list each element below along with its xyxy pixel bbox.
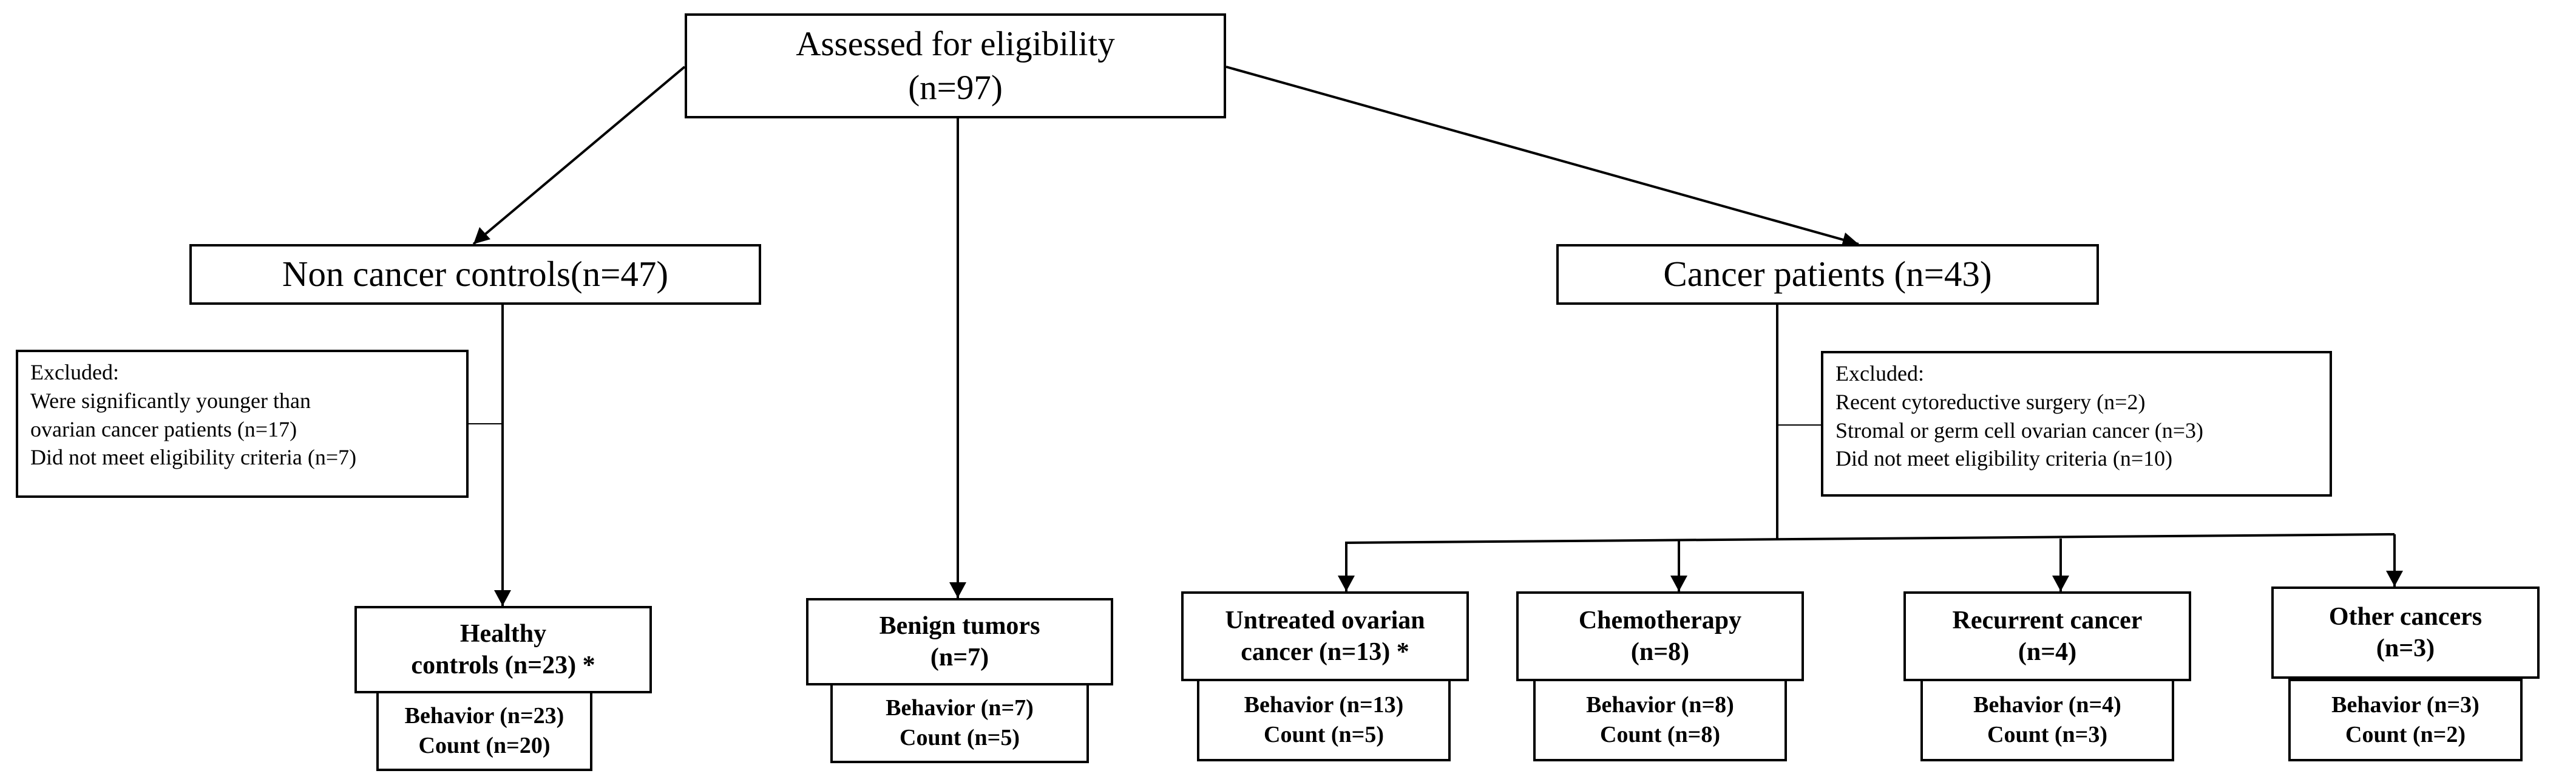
leaf-label: Other cancers <box>2328 602 2483 631</box>
arrowhead-healthy <box>494 590 511 606</box>
excluded-right-line: Stromal or germ cell ovarian cancer (n=3… <box>1835 418 2204 443</box>
count-count: Count (n=5) <box>900 725 1020 750</box>
leaf-other-cancers: Other cancers (n=3) <box>2271 586 2540 679</box>
leaf-label: Recurrent cancer <box>1952 606 2143 634</box>
count-count: Count (n=20) <box>418 733 551 758</box>
subbox-recurrent-cancer: Behavior (n=4) Count (n=3) <box>1920 679 2174 761</box>
excluded-left-line: Were significantly younger than <box>30 388 311 413</box>
count-count: Count (n=3) <box>1987 722 2107 747</box>
cancer-node: Cancer patients (n=43) <box>1556 244 2099 305</box>
leaf-chemotherapy: Chemotherapy (n=8) <box>1516 591 1804 681</box>
leaf-label: (n=3) <box>2376 634 2435 662</box>
excluded-left-line: Did not meet eligibility criteria (n=7) <box>30 445 357 470</box>
leaf-label: Benign tumors <box>879 611 1040 640</box>
leaf-label: Untreated ovarian <box>1225 606 1425 634</box>
leaf-label: (n=4) <box>2018 638 2077 666</box>
root-node: Assessed for eligibility (n=97) <box>685 13 1226 118</box>
subbox-chemotherapy: Behavior (n=8) Count (n=8) <box>1533 679 1787 761</box>
behavior-count: Behavior (n=4) <box>1973 692 2121 718</box>
arrowhead-noncancer <box>473 227 490 244</box>
arrowhead-untreated <box>1338 576 1355 591</box>
arrowhead-chemotherapy <box>1670 576 1687 591</box>
count-count: Count (n=5) <box>1264 722 1384 747</box>
leaf-label: Chemotherapy <box>1578 606 1742 634</box>
excluded-left-line: ovarian cancer patients (n=17) <box>30 416 297 441</box>
leaf-untreated-ovarian-cancer: Untreated ovarian cancer (n=13) * <box>1181 591 1469 681</box>
excluded-right-box: Excluded: Recent cytoreductive surgery (… <box>1821 351 2332 497</box>
leaf-healthy-controls: Healthy controls (n=23) * <box>354 606 652 693</box>
leaf-label: (n=7) <box>930 644 989 672</box>
arrow-root-to-noncancer <box>472 66 686 245</box>
root-title: Assessed for eligibility <box>796 25 1115 64</box>
root-count: (n=97) <box>908 68 1003 107</box>
behavior-count: Behavior (n=7) <box>886 695 1034 721</box>
behavior-count: Behavior (n=13) <box>1244 692 1404 718</box>
leaf-label: cancer (n=13) * <box>1241 638 1409 666</box>
leaf-label: Healthy <box>459 619 547 648</box>
arrowhead-benign <box>949 582 966 598</box>
excluded-right-heading: Excluded: <box>1835 361 1924 386</box>
excluded-right-line: Recent cytoreductive surgery (n=2) <box>1835 389 2146 414</box>
cancer-label: Cancer patients (n=43) <box>1663 254 1992 294</box>
arrowhead-other <box>2386 571 2403 586</box>
count-count: Count (n=8) <box>1600 722 1720 747</box>
leaf-recurrent-cancer: Recurrent cancer (n=4) <box>1903 591 2191 681</box>
excluded-left-heading: Excluded: <box>30 360 119 384</box>
arrow-root-to-cancer <box>1225 66 1859 245</box>
excluded-right-line: Did not meet eligibility criteria (n=10) <box>1835 446 2173 471</box>
subbox-other-cancers: Behavior (n=3) Count (n=2) <box>2288 679 2523 761</box>
distribution-bar <box>1344 533 2395 544</box>
non-cancer-label: Non cancer controls(n=47) <box>282 254 669 294</box>
non-cancer-node: Non cancer controls(n=47) <box>189 244 761 305</box>
leaf-benign-tumors: Benign tumors (n=7) <box>806 598 1113 685</box>
subbox-benign-tumors: Behavior (n=7) Count (n=5) <box>830 683 1089 763</box>
behavior-count: Behavior (n=3) <box>2331 692 2479 718</box>
behavior-count: Behavior (n=23) <box>404 702 564 729</box>
subbox-healthy-controls: Behavior (n=23) Count (n=20) <box>376 691 592 771</box>
leaf-label: controls (n=23) * <box>411 651 595 679</box>
count-count: Count (n=2) <box>2345 722 2466 747</box>
leaf-label: (n=8) <box>1630 638 1690 666</box>
behavior-count: Behavior (n=8) <box>1586 692 1734 718</box>
subbox-untreated-ovarian-cancer: Behavior (n=13) Count (n=5) <box>1197 679 1451 761</box>
excluded-left-box: Excluded: Were significantly younger tha… <box>16 350 469 498</box>
arrowhead-recurrent <box>2052 576 2069 591</box>
